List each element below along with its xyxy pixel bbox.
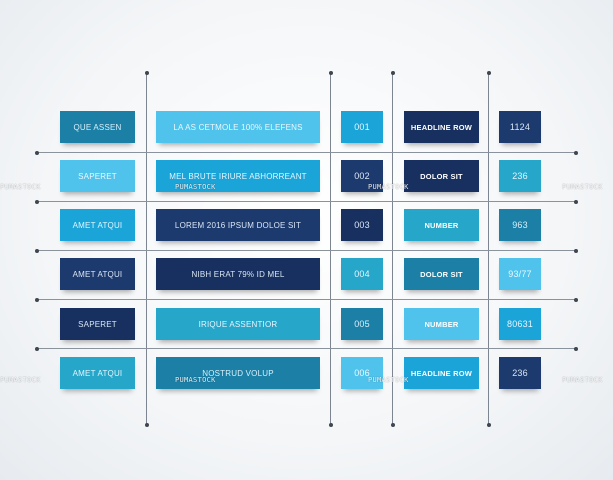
table-cell: 236: [499, 160, 541, 192]
grid-endpoint-dot: [35, 346, 39, 351]
grid-horizontal-line: [37, 201, 576, 202]
grid-vertical-line: [488, 73, 489, 425]
table-cell: NUMBER: [404, 209, 479, 241]
table-cell: 93/77: [499, 258, 541, 290]
grid-endpoint-dot: [328, 423, 333, 427]
table-cell: NOSTRUD VOLUP: [156, 357, 320, 389]
table-cell: SAPERET: [60, 308, 135, 340]
grid-horizontal-line: [37, 250, 576, 251]
table-cell: IRIQUE ASSENTIOR: [156, 308, 320, 340]
watermark-text: PUMASTOCK: [562, 376, 603, 384]
watermark-text: PUMASTOCK: [175, 183, 216, 191]
grid-vertical-line: [146, 73, 147, 425]
table-cell: DOLOR SIT: [404, 160, 479, 192]
grid-horizontal-line: [37, 152, 576, 153]
grid-endpoint-dot: [144, 71, 149, 75]
table-cell: MEL BRUTE IRIURE ABHORREANT: [156, 160, 320, 192]
watermark-text: PUMASTOCK: [368, 376, 409, 384]
table-cell: 005: [341, 308, 383, 340]
table-cell: 003: [341, 209, 383, 241]
watermark-text: PUMASTOCK: [562, 183, 603, 191]
table-cell: LA AS CETMOLE 100% ELEFENS: [156, 111, 320, 143]
grid-horizontal-line: [37, 348, 576, 349]
table-cell: 1124: [499, 111, 541, 143]
table-cell: AMET ATQUI: [60, 357, 135, 389]
table-cell: 004: [341, 258, 383, 290]
grid-endpoint-dot: [390, 71, 395, 75]
watermark-text: PUMASTOCK: [0, 183, 41, 191]
table-cell: 006: [341, 357, 383, 389]
grid-endpoint-dot: [574, 346, 578, 351]
grid-vertical-line: [392, 73, 393, 425]
table-cell: SAPERET: [60, 160, 135, 192]
grid-endpoint-dot: [35, 150, 39, 155]
watermark-text: PUMASTOCK: [368, 183, 409, 191]
grid-endpoint-dot: [35, 199, 39, 204]
grid-endpoint-dot: [574, 150, 578, 155]
watermark-text: PUMASTOCK: [0, 376, 41, 384]
grid-horizontal-line: [37, 299, 576, 300]
table-cell: 236: [499, 357, 541, 389]
grid-endpoint-dot: [328, 71, 333, 75]
grid-endpoint-dot: [486, 423, 491, 427]
table-cell: QUE ASSEN: [60, 111, 135, 143]
grid-endpoint-dot: [574, 248, 578, 253]
grid-vertical-line: [330, 73, 331, 425]
table-cell: 002: [341, 160, 383, 192]
table-cell: HEADLINE ROW: [404, 357, 479, 389]
grid-endpoint-dot: [486, 71, 491, 75]
grid-endpoint-dot: [574, 199, 578, 204]
table-cell: AMET ATQUI: [60, 209, 135, 241]
table-cell: 963: [499, 209, 541, 241]
grid-endpoint-dot: [144, 423, 149, 427]
grid-endpoint-dot: [390, 423, 395, 427]
table-cell: LOREM 2016 IPSUM DOLOE SIT: [156, 209, 320, 241]
grid-endpoint-dot: [574, 297, 578, 302]
watermark-text: PUMASTOCK: [175, 376, 216, 384]
table-cell: NUMBER: [404, 308, 479, 340]
table-cell: DOLOR SIT: [404, 258, 479, 290]
table-cell: NIBH ERAT 79% ID MEL: [156, 258, 320, 290]
table-cell: 001: [341, 111, 383, 143]
grid-endpoint-dot: [35, 248, 39, 253]
table-cell: 80631: [499, 308, 541, 340]
table-cell: HEADLINE ROW: [404, 111, 479, 143]
table-cell: AMET ATQUI: [60, 258, 135, 290]
grid-endpoint-dot: [35, 297, 39, 302]
